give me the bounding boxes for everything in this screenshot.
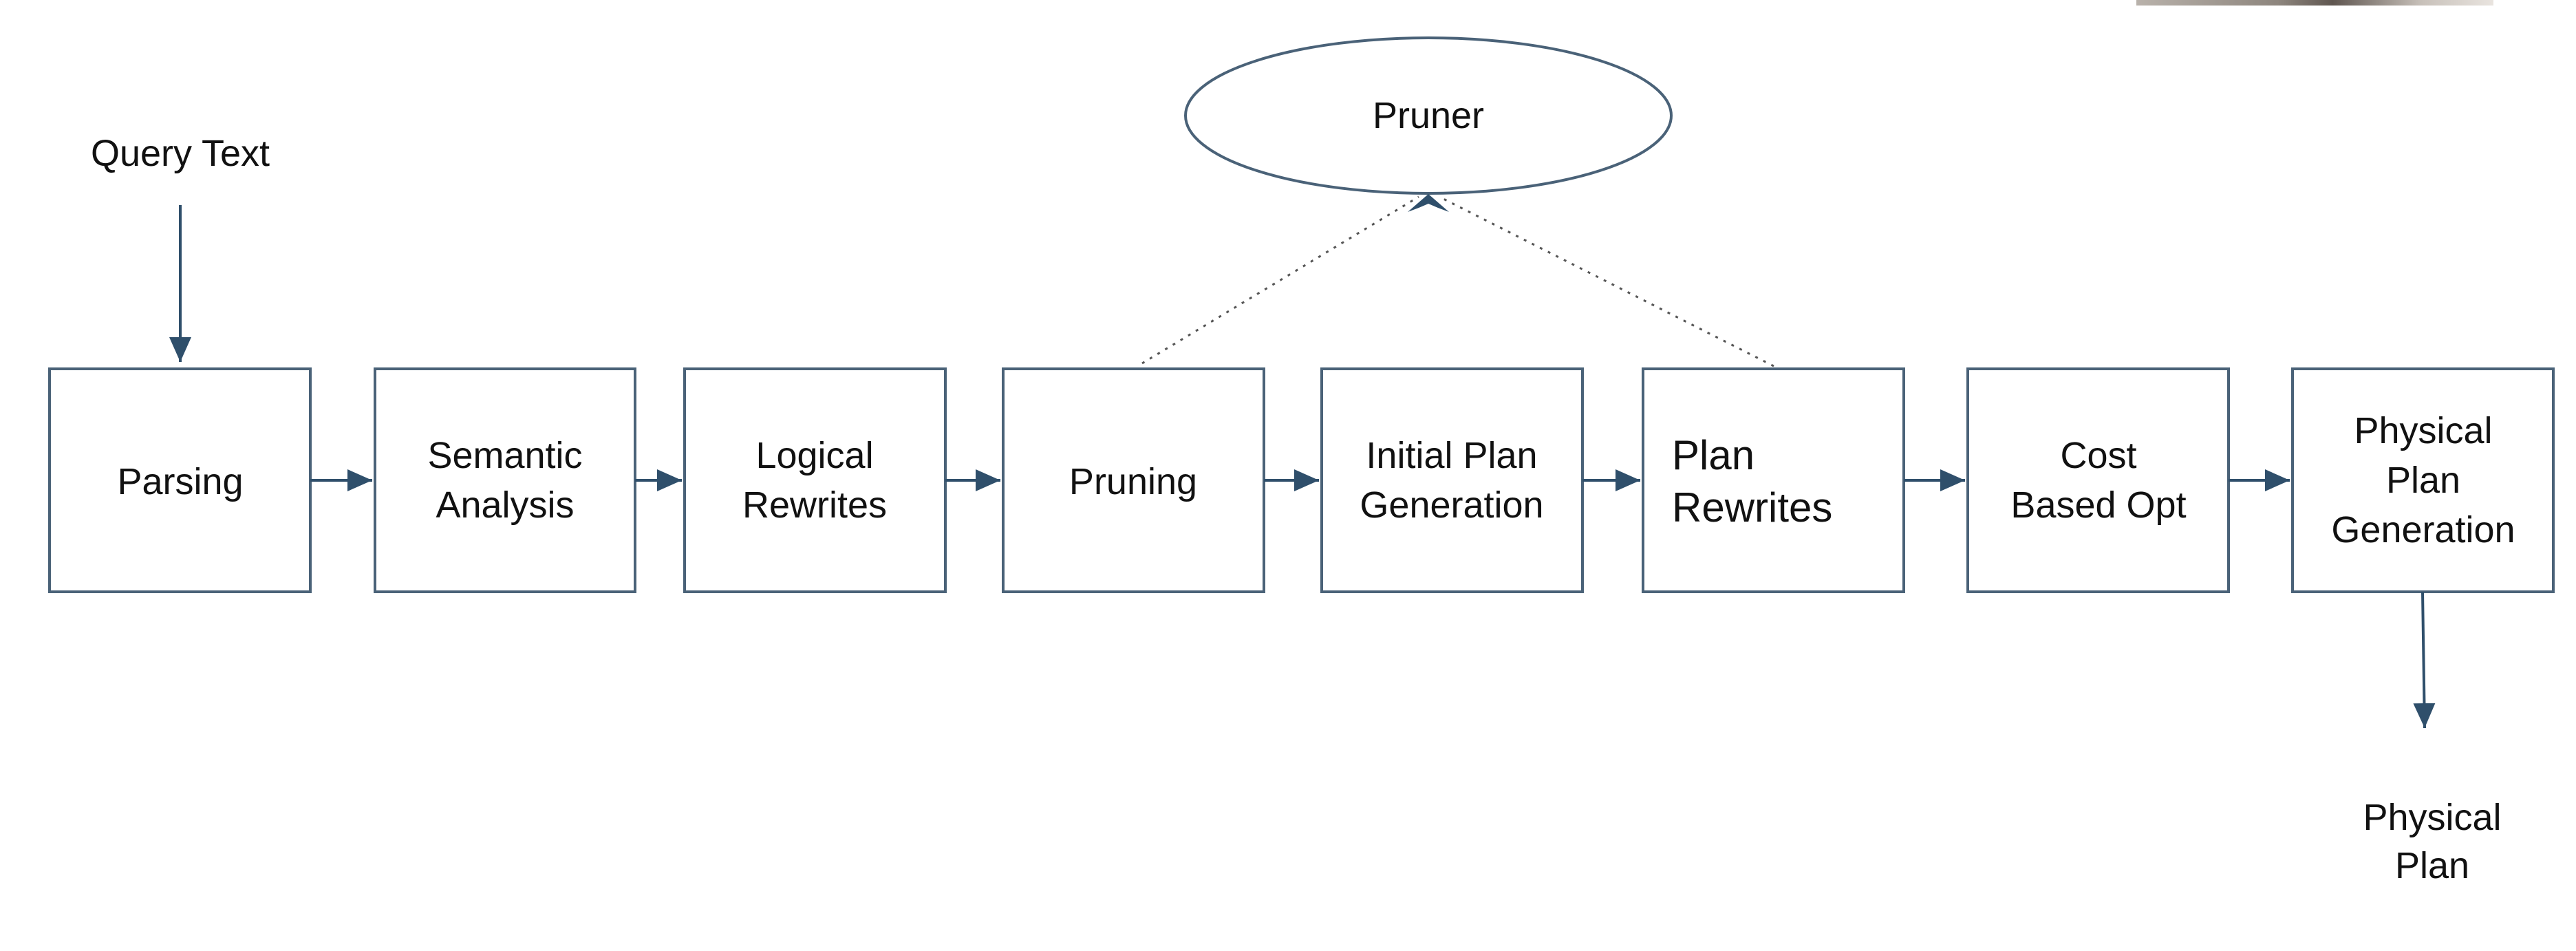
stage-label-cost-based-opt-2: Based Opt — [2010, 484, 2186, 526]
pruner-label: Pruner — [1373, 95, 1484, 136]
plan-rewrites-to-pruner-link — [1439, 195, 1774, 367]
stage-label-physical-plan-generation-2: Plan — [2386, 460, 2460, 501]
stage-label-physical-plan-generation-3: Generation — [2331, 509, 2515, 551]
physical-plan-output-label-2: Plan — [2395, 845, 2469, 886]
stage-box-pruning — [1002, 367, 1265, 593]
stage-box-plan-rewrites — [1642, 367, 1905, 593]
stage-label-plan-rewrites-2: Rewrites — [1672, 484, 1832, 531]
stage-label-semantic-analysis-2: Analysis — [436, 484, 574, 526]
video-thumbnail-strip — [2136, 0, 2493, 6]
stage-label-pruning: Pruning — [1069, 461, 1197, 502]
stage-box-physical-plan-generation — [2291, 367, 2555, 593]
stage-box-parsing — [48, 367, 312, 593]
pruner-node — [1184, 36, 1673, 195]
stage-label-logical-rewrites-2: Rewrites — [742, 484, 887, 526]
stage-label-physical-plan-generation-1: Physical — [2354, 410, 2492, 451]
query-text-label: Query Text — [91, 133, 270, 174]
output-arrow — [2413, 591, 2436, 729]
pruning-to-pruner-link — [1141, 195, 1419, 365]
physical-plan-output-label-1: Physical — [2363, 797, 2501, 838]
stage-label-initial-plan-generation-1: Initial Plan — [1366, 435, 1537, 476]
stage-label-initial-plan-generation-2: Generation — [1360, 484, 1543, 526]
stage-label-semantic-analysis-1: Semantic — [427, 435, 582, 476]
stage-label-cost-based-opt-1: Cost — [2060, 435, 2136, 476]
stage-label-parsing: Parsing — [117, 461, 243, 502]
stage-label-logical-rewrites-1: Logical — [755, 435, 873, 476]
stage-box-cost-based-opt — [1966, 367, 2230, 593]
pruner-arrowhead — [1408, 194, 1449, 212]
stage-box-initial-plan-generation — [1320, 367, 1584, 593]
stage-box-logical-rewrites — [683, 367, 947, 593]
stage-box-semantic-analysis — [374, 367, 636, 593]
stage-label-plan-rewrites-1: Plan — [1672, 432, 1754, 478]
